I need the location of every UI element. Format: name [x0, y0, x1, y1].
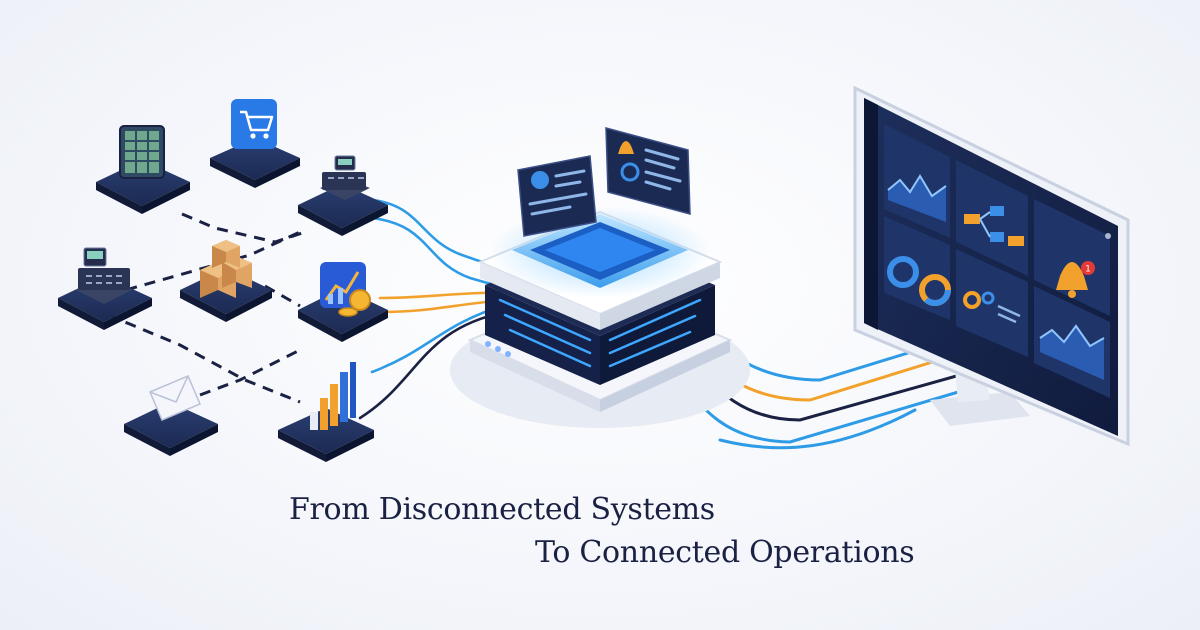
- headline-line-1: From Disconnected Systems: [289, 492, 715, 527]
- tile-spreadsheet: [96, 125, 190, 214]
- mail-icon: [149, 375, 201, 421]
- cash-register-icon: [320, 155, 370, 200]
- headline-line-2: To Connected Operations: [535, 535, 915, 570]
- tile-cart: [210, 99, 300, 188]
- finance-chart-icon: [320, 262, 371, 317]
- tile-mail: [124, 375, 218, 456]
- tile-boxes: [180, 240, 272, 322]
- cash-register-icon: [76, 247, 132, 304]
- tile-finance: [298, 262, 388, 342]
- spreadsheet-icon: [119, 125, 165, 179]
- tile-register-top: [298, 155, 388, 236]
- notification-badge-count: 1: [1085, 265, 1091, 275]
- dashboard-monitor-icon: [853, 85, 1130, 447]
- dashed-connection-lines: [107, 212, 306, 404]
- tile-register-left: [58, 247, 152, 330]
- shopping-cart-icon: [231, 99, 277, 149]
- tile-bar-chart: [278, 362, 374, 462]
- boxes-icon: [200, 240, 252, 298]
- floating-alert-card: [605, 127, 691, 215]
- floating-profile-card: [517, 155, 597, 237]
- bell-icon: [1056, 261, 1095, 298]
- server-hub-icon: [450, 206, 750, 428]
- bar-chart-icon: [310, 362, 356, 430]
